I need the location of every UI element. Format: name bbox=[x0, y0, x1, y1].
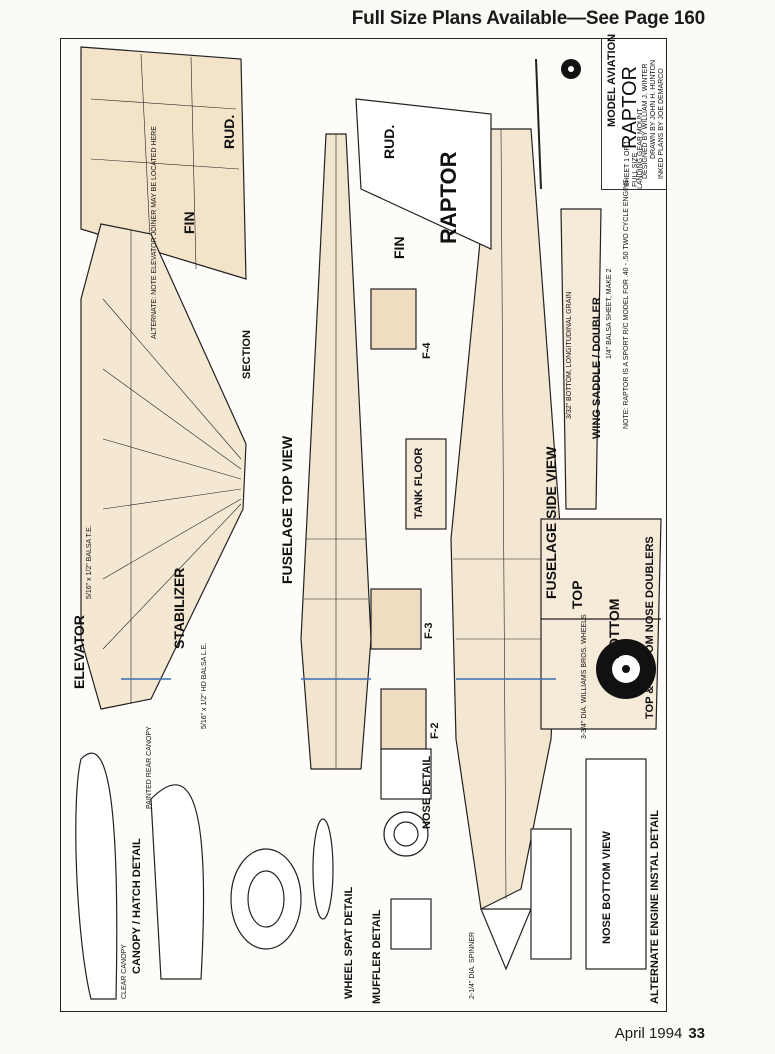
label-canopy: CANOPY / HATCH DETAIL bbox=[131, 838, 143, 974]
label-f4: F-4 bbox=[421, 342, 433, 360]
label-fuselage-top: FUSELAGE TOP VIEW bbox=[279, 435, 295, 584]
label-top: TOP bbox=[569, 580, 585, 609]
label-note: NOTE: RAPTOR IS A SPORT R/C MODEL FOR .4… bbox=[623, 179, 630, 429]
label-bottom-balsa: 3/32" BOTTOM, LONGITUDINAL GRAIN bbox=[566, 291, 573, 419]
plans-sheet: MODEL AVIATION RAPTOR DESIGNED BY WILLIA… bbox=[60, 34, 667, 1012]
page-header: Full Size Plans Available—See Page 160 bbox=[351, 8, 705, 29]
label-nose-doublers: TOP & BOTTOM NOSE DOUBLERS bbox=[644, 536, 656, 719]
label-wing-saddle: WING SADDLE / DOUBLER bbox=[591, 297, 603, 439]
label-f2: F-2 bbox=[429, 722, 441, 740]
plan-drawing bbox=[75, 46, 662, 1000]
page-footer: April 1994 33 bbox=[615, 1025, 705, 1042]
label-rudder-side: RUD. bbox=[381, 124, 397, 159]
fin-outline bbox=[80, 46, 247, 280]
label-spinner: 2-1/4" DIA. SPINNER bbox=[469, 931, 476, 999]
former-f3 bbox=[370, 588, 422, 650]
label-landing-gear-mount: LANDING GEAR MOUNT bbox=[637, 108, 644, 189]
title-block: MODEL AVIATION RAPTOR DESIGNED BY WILLIA… bbox=[601, 34, 666, 190]
label-alt-engine: ALTERNATE ENGINE INSTAL DETAIL bbox=[649, 810, 661, 1004]
label-muffler: MUFFLER DETAIL bbox=[371, 909, 383, 1004]
label-fuselage-side: FUSELAGE SIDE VIEW bbox=[543, 446, 559, 599]
label-balsa-le: 5/16" x 1/2" HD BALSA L.E. bbox=[201, 642, 208, 729]
label-raptor: RAPTOR bbox=[436, 151, 461, 245]
stabilizer-outline bbox=[80, 223, 247, 710]
tb-drawn: DRAWN BY JOHN H. HUNTON bbox=[650, 59, 657, 159]
label-stabilizer: STABILIZER bbox=[171, 567, 187, 649]
label-fin-side: FIN bbox=[391, 236, 407, 259]
label-fin: FIN bbox=[181, 211, 197, 234]
tb-inked: INKED PLANS BY JOE DEMARCO bbox=[658, 68, 665, 179]
label-wheel-spat: WHEEL SPAT DETAIL bbox=[343, 886, 355, 999]
former-f2 bbox=[380, 688, 427, 750]
label-elevator: ELEVATOR bbox=[71, 615, 87, 689]
former-f4 bbox=[370, 288, 417, 350]
label-balsa-te: 5/16" x 1/2" BALSA T.E. bbox=[86, 525, 93, 599]
label-rudder: RUD. bbox=[221, 114, 237, 149]
issue-date: April 1994 bbox=[614, 1025, 683, 1042]
label-nose-detail: NOSE DETAIL bbox=[421, 755, 433, 829]
label-balsa-make2: 1/4" BALSA SHEET, MAKE 2 bbox=[606, 268, 613, 359]
label-f3: F-3 bbox=[423, 622, 435, 640]
label-nose-bottom: NOSE BOTTOM VIEW bbox=[601, 831, 613, 944]
fuselage-side-outline bbox=[450, 128, 562, 910]
label-clear-canopy: CLEAR CANOPY bbox=[121, 944, 128, 999]
label-wheels: 3-3/4" DIA. WILLIAMS BROS. WHEELS bbox=[581, 614, 588, 739]
label-tank-floor: TANK FLOOR bbox=[413, 447, 425, 519]
page-number: 33 bbox=[688, 1025, 705, 1042]
label-painted-canopy: PAINTED REAR CANOPY bbox=[146, 726, 153, 809]
label-section: SECTION bbox=[241, 330, 253, 379]
label-alternate-note: ALTERNATE: NOTE ELEVATOR JOINER MAY BE L… bbox=[151, 126, 158, 339]
tb-magazine: MODEL AVIATION bbox=[606, 33, 618, 127]
label-bottom: BOTTOM bbox=[606, 598, 622, 659]
